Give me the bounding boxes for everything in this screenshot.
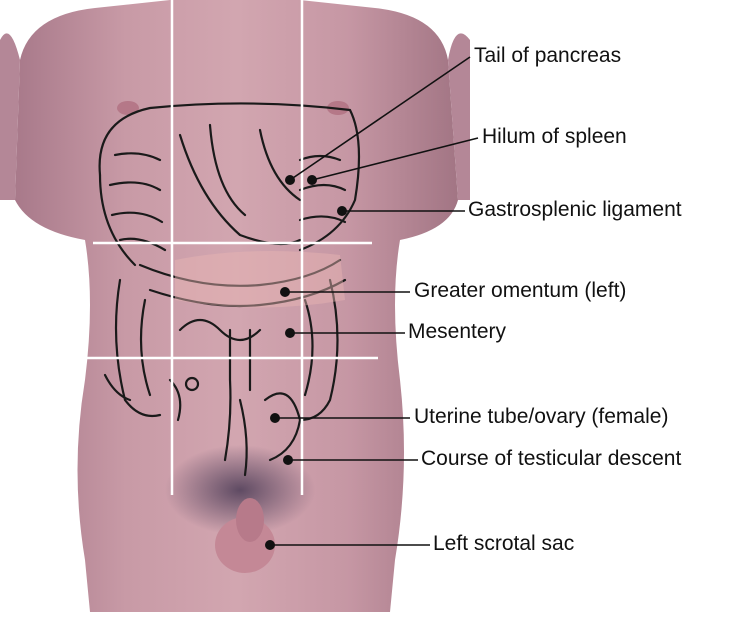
- penis: [236, 498, 264, 542]
- label-tail-of-pancreas: Tail of pancreas: [474, 44, 621, 68]
- label-left-scrotal-sac: Left scrotal sac: [433, 532, 574, 556]
- label-hilum-of-spleen: Hilum of spleen: [482, 125, 627, 149]
- label-mesentery: Mesentery: [408, 320, 506, 344]
- label-uterine-tube-ovary: Uterine tube/ovary (female): [414, 405, 668, 429]
- omentum-highlight: [175, 251, 345, 308]
- label-course-of-testicular-descent: Course of testicular descent: [421, 447, 681, 471]
- label-greater-omentum-left: Greater omentum (left): [414, 279, 626, 303]
- label-gastrosplenic-ligament: Gastrosplenic ligament: [468, 198, 682, 222]
